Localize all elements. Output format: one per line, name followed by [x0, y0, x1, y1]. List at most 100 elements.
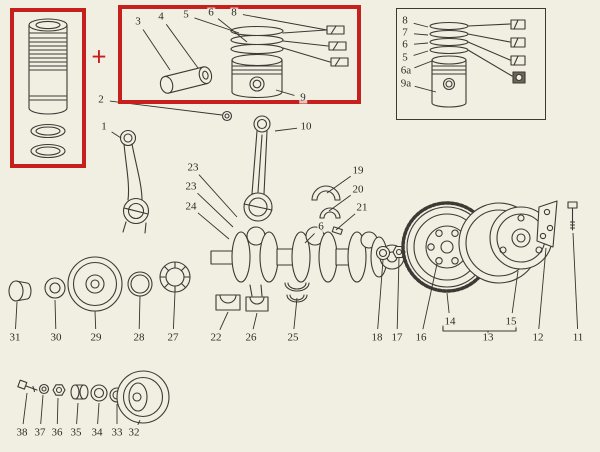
part-callout-6: 6 [207, 6, 215, 19]
leader-line [396, 257, 400, 330]
leader-line [413, 50, 429, 56]
part-callout-21: 21 [355, 201, 369, 214]
rear-seal-nut-drawing [375, 245, 406, 261]
part-callout-16: 16 [414, 331, 428, 344]
leader-line [142, 29, 171, 71]
part-callout-5: 5 [401, 51, 409, 64]
bearing-cap-drawing [215, 284, 269, 312]
part-callout-18: 18 [370, 331, 384, 344]
leader-line [274, 127, 298, 132]
part-callout-36: 36 [50, 426, 64, 439]
thrust-washer-drawing [311, 185, 343, 235]
plus-sign: + [91, 41, 107, 72]
part-callout-26: 26 [244, 331, 258, 344]
leader-line [217, 18, 248, 43]
cylinder-liner-kit-highlight-box [10, 8, 86, 168]
part-callout-23: 23 [184, 180, 198, 193]
part-callout-9a: 9a [399, 77, 413, 90]
part-callout-9: 9 [299, 91, 307, 104]
flywheel-drawing [401, 201, 553, 293]
bracket-plate-drawing [536, 200, 558, 248]
part-callout-28: 28 [132, 331, 146, 344]
small-end-bush-drawing [221, 110, 233, 122]
part-callout-8: 8 [230, 6, 238, 19]
part-callout-6: 6 [401, 38, 409, 51]
part-callout-14: 14 [443, 315, 457, 328]
part-callout-35: 35 [69, 426, 83, 439]
part-callout-25: 25 [286, 331, 300, 344]
leader-line [197, 192, 234, 228]
leader-line [413, 33, 429, 36]
leader-line [56, 397, 59, 425]
piston-kit-highlight-box [118, 5, 361, 104]
leader-line [76, 402, 79, 425]
part-callout-33: 33 [110, 426, 124, 439]
leader-line [252, 312, 258, 330]
leader-line [198, 174, 238, 218]
part-callout-32: 32 [127, 426, 141, 439]
leader-line [172, 291, 176, 330]
part-callout-10: 10 [299, 120, 313, 133]
leader-line [165, 24, 199, 69]
part-callout-17: 17 [390, 331, 404, 344]
leader-line [40, 394, 44, 425]
leader-line [111, 131, 122, 139]
part-callout-8: 8 [401, 14, 409, 27]
part-callout-5: 5 [182, 8, 190, 21]
flywheel-brace [442, 325, 517, 335]
part-callout-13: 13 [481, 331, 495, 344]
part-callout-3: 3 [134, 15, 142, 28]
leader-line [54, 299, 57, 330]
bolt-drawing [567, 201, 578, 231]
belt-pulley-group-drawing [17, 370, 170, 424]
part-callout-38: 38 [15, 426, 29, 439]
part-callout-34: 34 [90, 426, 104, 439]
leader-line [194, 17, 240, 34]
front-pulley-group-drawing [8, 256, 191, 312]
crankshaft-drawing [210, 226, 405, 283]
part-callout-6: 6 [317, 220, 325, 233]
part-callout-37: 37 [33, 426, 47, 439]
part-callout-27: 27 [166, 331, 180, 344]
part-callout-24: 24 [184, 200, 198, 213]
leader-line [414, 60, 433, 69]
part-callout-1: 1 [100, 120, 108, 133]
leader-line [219, 311, 229, 330]
part-callout-15: 15 [504, 315, 518, 328]
part-callout-29: 29 [89, 331, 103, 344]
part-callout-22: 22 [209, 331, 223, 344]
part-callout-19: 19 [351, 164, 365, 177]
part-callout-30: 30 [49, 331, 63, 344]
leader-line [293, 297, 298, 330]
part-callout-23: 23 [186, 161, 200, 174]
bearing-shells-drawing [284, 282, 310, 303]
leader-line [377, 259, 384, 330]
leader-line [275, 89, 295, 96]
part-callout-12: 12 [531, 331, 545, 344]
part-callout-2: 2 [97, 93, 105, 106]
piston-drawing [231, 53, 283, 99]
leader-line [326, 175, 351, 194]
leader-line [538, 247, 547, 330]
leader-line [511, 270, 519, 314]
leader-line [197, 212, 230, 240]
connecting-rod-left-drawing [119, 129, 150, 234]
part-callout-7: 7 [401, 26, 409, 39]
part-callout-11: 11 [571, 331, 585, 344]
piston-pin-drawing [159, 66, 213, 94]
inset-piston-drawing [429, 19, 526, 108]
piston-rings-drawing [230, 25, 284, 55]
leader-line [304, 233, 315, 244]
leader-line [97, 402, 100, 425]
cylinder-liner-drawing [28, 18, 68, 159]
part-callout-6a: 6a [399, 64, 413, 77]
part-callout-20: 20 [351, 183, 365, 196]
leader-line [413, 22, 429, 28]
leader-line [446, 292, 450, 314]
leader-line [109, 100, 223, 116]
leader-line [15, 301, 18, 330]
